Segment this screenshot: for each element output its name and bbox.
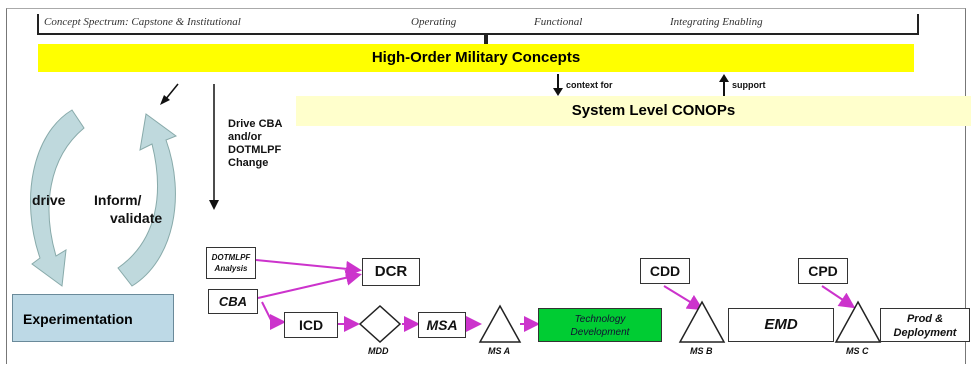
support-label: support <box>732 80 766 90</box>
prod-line: Prod & <box>906 313 944 325</box>
analysis-line: Analysis <box>214 264 248 273</box>
dcr-box: DCR <box>362 258 420 286</box>
spectrum-label-functional: Functional <box>534 16 583 28</box>
emd-box: EMD <box>728 308 834 342</box>
technology-line: Technology <box>574 314 626 325</box>
msa-box: MSA <box>418 312 466 338</box>
spectrum-label-capstone: Concept Spectrum: Capstone & Institution… <box>44 16 241 28</box>
ms-b-label: MS B <box>690 346 713 356</box>
icd-box: ICD <box>284 312 338 338</box>
drive-cba-arrow <box>209 84 219 210</box>
development-line: Development <box>570 327 630 338</box>
system-level-conops-banner: System Level CONOPs <box>296 96 971 126</box>
cpd-box: CPD <box>798 258 848 284</box>
cycle-inform-label: Inform/ <box>94 192 142 208</box>
figure-frame <box>6 8 966 364</box>
prod-deployment-box: Prod & Deployment <box>880 308 970 342</box>
context-support-arrows <box>553 74 729 96</box>
ms-a-label: MS A <box>488 346 511 356</box>
technology-development-box: Technology Development <box>538 308 662 342</box>
cycle-drive-label: drive <box>32 192 66 208</box>
cba-box: CBA <box>208 289 258 314</box>
cycle-validate-label: validate <box>110 210 163 226</box>
cdd-box: CDD <box>640 258 690 284</box>
drive-cba-text: Drive CBA and/or DOTMLPF Change <box>228 118 282 170</box>
diagonal-arrow <box>160 83 179 105</box>
drive-cba-line: Drive CBA <box>228 118 283 130</box>
drive-cba-line: and/or <box>228 131 262 143</box>
experimentation-box: Experimentation <box>12 294 174 342</box>
spectrum-label-operating: Operating <box>411 16 457 28</box>
ms-c-label: MS C <box>846 346 869 356</box>
concept-spectrum: Concept Spectrum: Capstone & Institution… <box>36 13 916 35</box>
drive-cba-line: DOTMLPF <box>228 144 282 156</box>
mdd-label: MDD <box>368 346 389 356</box>
deployment-line: Deployment <box>893 327 957 339</box>
drive-inform-cycle <box>30 109 178 287</box>
dotmlpf-analysis-box: DOTMLPF Analysis <box>206 247 256 279</box>
context-for-label: context for <box>566 80 613 90</box>
high-order-concepts-banner: High-Order Military Concepts <box>38 44 914 72</box>
spectrum-label-integrating: Integrating Enabling <box>670 16 763 28</box>
drive-cba-line: Change <box>228 157 269 169</box>
dotmlpf-line: DOTMLPF <box>211 253 251 262</box>
